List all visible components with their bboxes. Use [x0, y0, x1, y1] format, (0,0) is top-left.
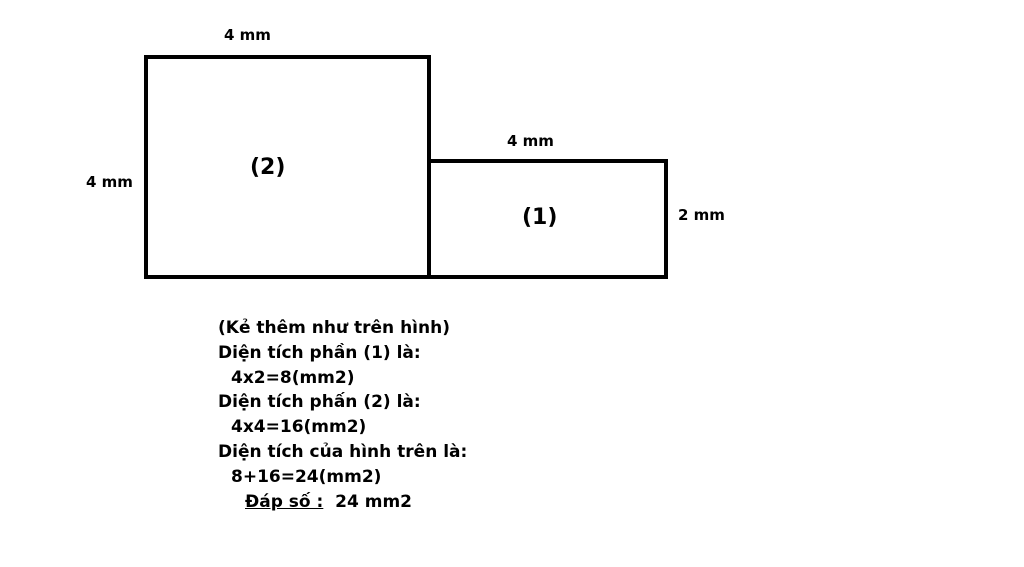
solution-text: (Kẻ thêm như trên hình) Diện tích phần (…	[218, 316, 467, 514]
square-left-dimension-label: 4 mm	[86, 173, 133, 191]
answer-value: 24 mm2	[335, 491, 413, 512]
solution-answer: Đáp số : 24 mm2	[218, 490, 467, 515]
solution-step-2-calc: 4x4=16(mm2)	[231, 417, 367, 438]
solution-step-1-calc: 4x2=8(mm2)	[231, 367, 355, 388]
region-2-label: (2)	[250, 155, 286, 180]
region-1-label: (1)	[522, 205, 558, 230]
square-region-2	[144, 55, 431, 279]
rectangle-right-dimension-label: 2 mm	[678, 206, 725, 224]
solution-step-2-title: Diện tích phấn (2) là:	[218, 392, 421, 413]
solution-note: (Kẻ thêm như trên hình)	[218, 318, 450, 338]
square-top-dimension-label: 4 mm	[224, 26, 271, 44]
solution-step-1-title: Diện tích phần (1) là:	[218, 342, 421, 363]
rectangle-region-1	[427, 159, 668, 279]
solution-step-3-calc: 8+16=24(mm2)	[231, 466, 382, 487]
solution-step-3-title: Diện tích của hình trên là:	[218, 441, 468, 462]
rectangle-top-dimension-label: 4 mm	[507, 132, 554, 150]
answer-label: Đáp số :	[245, 491, 324, 512]
